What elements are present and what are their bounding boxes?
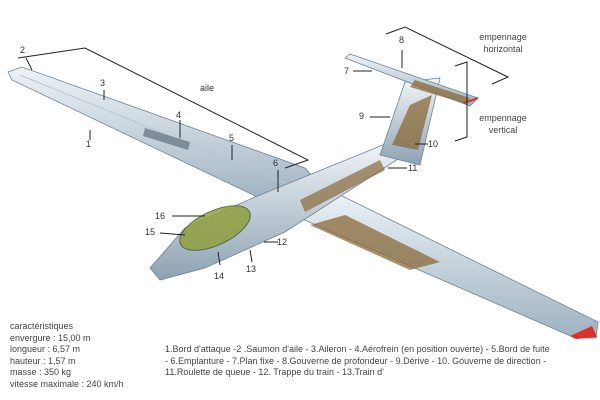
fuselage-structure [300, 160, 385, 212]
right-wing [268, 189, 599, 339]
emp-h-line1: empennage [479, 32, 527, 42]
spec-masse: masse : 350 kg [10, 367, 72, 377]
callout-5: 5 [229, 133, 235, 143]
callout-9: 9 [359, 111, 365, 121]
airbrake [143, 128, 190, 150]
aile-label: aile [200, 83, 215, 93]
callout-11: 11 [408, 163, 418, 173]
callout-7: 7 [344, 66, 350, 76]
stabilizer-structure [410, 80, 470, 104]
parts-legend: 1.Bord d'attaque -2 .Saumon d'aile - 3.A… [165, 344, 550, 377]
callout-3: 3 [100, 78, 106, 88]
callout-14: 14 [214, 271, 225, 281]
fin-structure [392, 95, 432, 150]
spec-longueur: longueur : 6,57 m [10, 344, 81, 354]
spec-vitesse: vitesse maximale : 240 km/h [10, 378, 124, 389]
callout-8: 8 [399, 35, 405, 45]
callout-13: 13 [246, 264, 257, 274]
wing-tip-red [570, 326, 597, 339]
callout-15: 15 [145, 227, 156, 237]
emp-h-line2: horizontal [483, 43, 523, 54]
emp-v-line2: vertical [488, 124, 518, 135]
emp-v-bracket [454, 61, 468, 142]
callout-4: 4 [176, 110, 182, 120]
aile-bracket [17, 47, 310, 169]
wing-structure [310, 215, 440, 270]
callout-12: 12 [277, 237, 288, 247]
callout-2: 2 [20, 45, 26, 55]
spec-hauteur: hauteur : 1,57 m [10, 355, 76, 366]
callout-10: 10 [428, 139, 439, 149]
spec-envergure: envergure : 15,00 m [10, 332, 91, 343]
emp-h-bracket [385, 26, 510, 85]
specifications: caractéristiques envergure : 15,00 m lon… [10, 321, 124, 390]
callout-16: 16 [155, 211, 166, 221]
callout-1: 1 [86, 139, 92, 149]
emp-v-line1: empennage [479, 113, 527, 123]
canopy [179, 205, 251, 251]
specs-title: caractéristiques [10, 321, 74, 331]
callout-6: 6 [273, 158, 279, 168]
